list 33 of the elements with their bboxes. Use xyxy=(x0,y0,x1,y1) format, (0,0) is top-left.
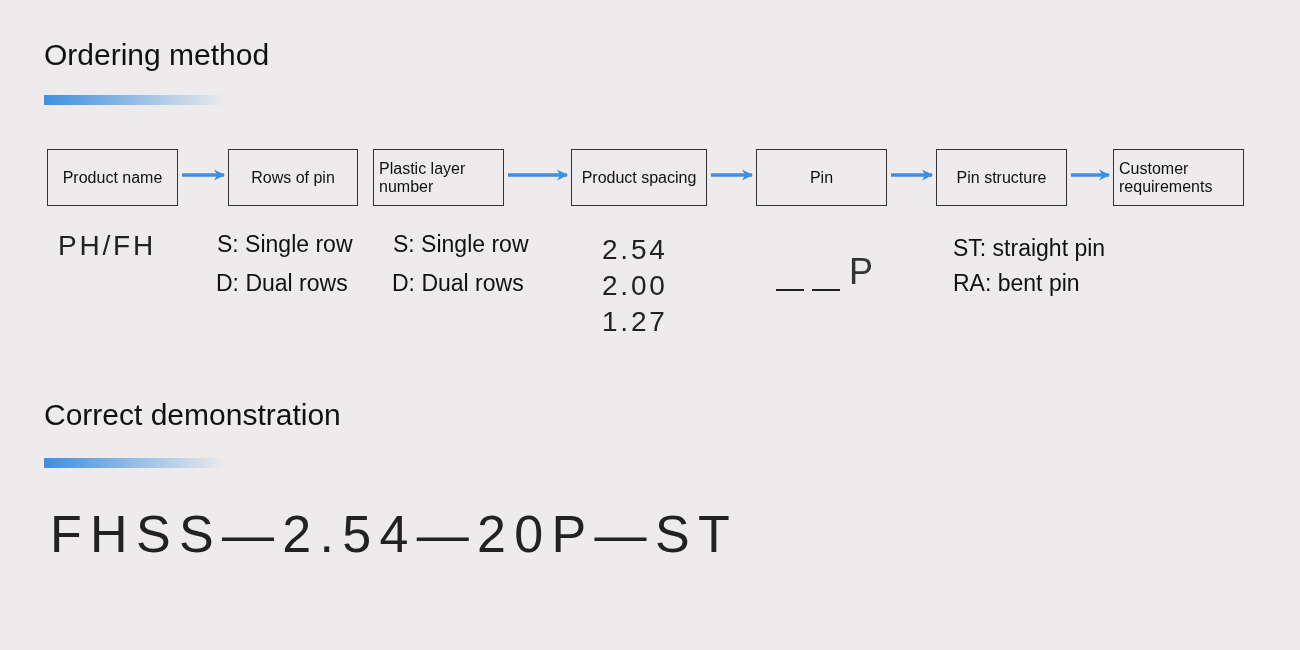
step-box xyxy=(571,149,707,206)
arrow xyxy=(711,169,754,181)
option-text: RA: bent pin xyxy=(953,272,1080,295)
step-label: Plastic layer number xyxy=(379,159,467,196)
step-label: Product name xyxy=(62,168,163,187)
step-box xyxy=(756,149,887,206)
option-text: S: Single row xyxy=(393,233,529,256)
arrow xyxy=(1071,169,1111,181)
option-text: S: Single row xyxy=(217,233,353,256)
arrow xyxy=(891,169,934,181)
step-label: Customer requirements xyxy=(1119,159,1214,196)
step-box xyxy=(228,149,358,206)
option-text: D: Dual rows xyxy=(216,272,348,295)
code-value: PH/FH xyxy=(58,232,156,260)
step-box xyxy=(47,149,178,206)
arrow xyxy=(182,169,226,181)
option-text: ST: straight pin xyxy=(953,237,1106,260)
section-heading: Ordering method xyxy=(44,40,270,70)
code-value: 2.54 xyxy=(602,236,668,264)
section-heading: Correct demonstration xyxy=(44,400,341,430)
step-box xyxy=(373,149,504,206)
step-label: Rows of pin xyxy=(251,168,335,187)
step-label: Product spacing xyxy=(581,168,697,187)
code-value: 2.00 xyxy=(602,272,668,300)
arrow xyxy=(508,169,569,181)
step-label: Pin xyxy=(809,168,834,187)
pin-count-suffix: P xyxy=(849,254,873,290)
step-box xyxy=(1113,149,1244,206)
code-value: 1.27 xyxy=(602,308,668,336)
option-text: D: Dual rows xyxy=(392,272,524,295)
step-label: Pin structure xyxy=(956,168,1047,187)
example-part-number: FHSS—2.54—20P—ST xyxy=(50,508,738,560)
step-box xyxy=(936,149,1067,206)
